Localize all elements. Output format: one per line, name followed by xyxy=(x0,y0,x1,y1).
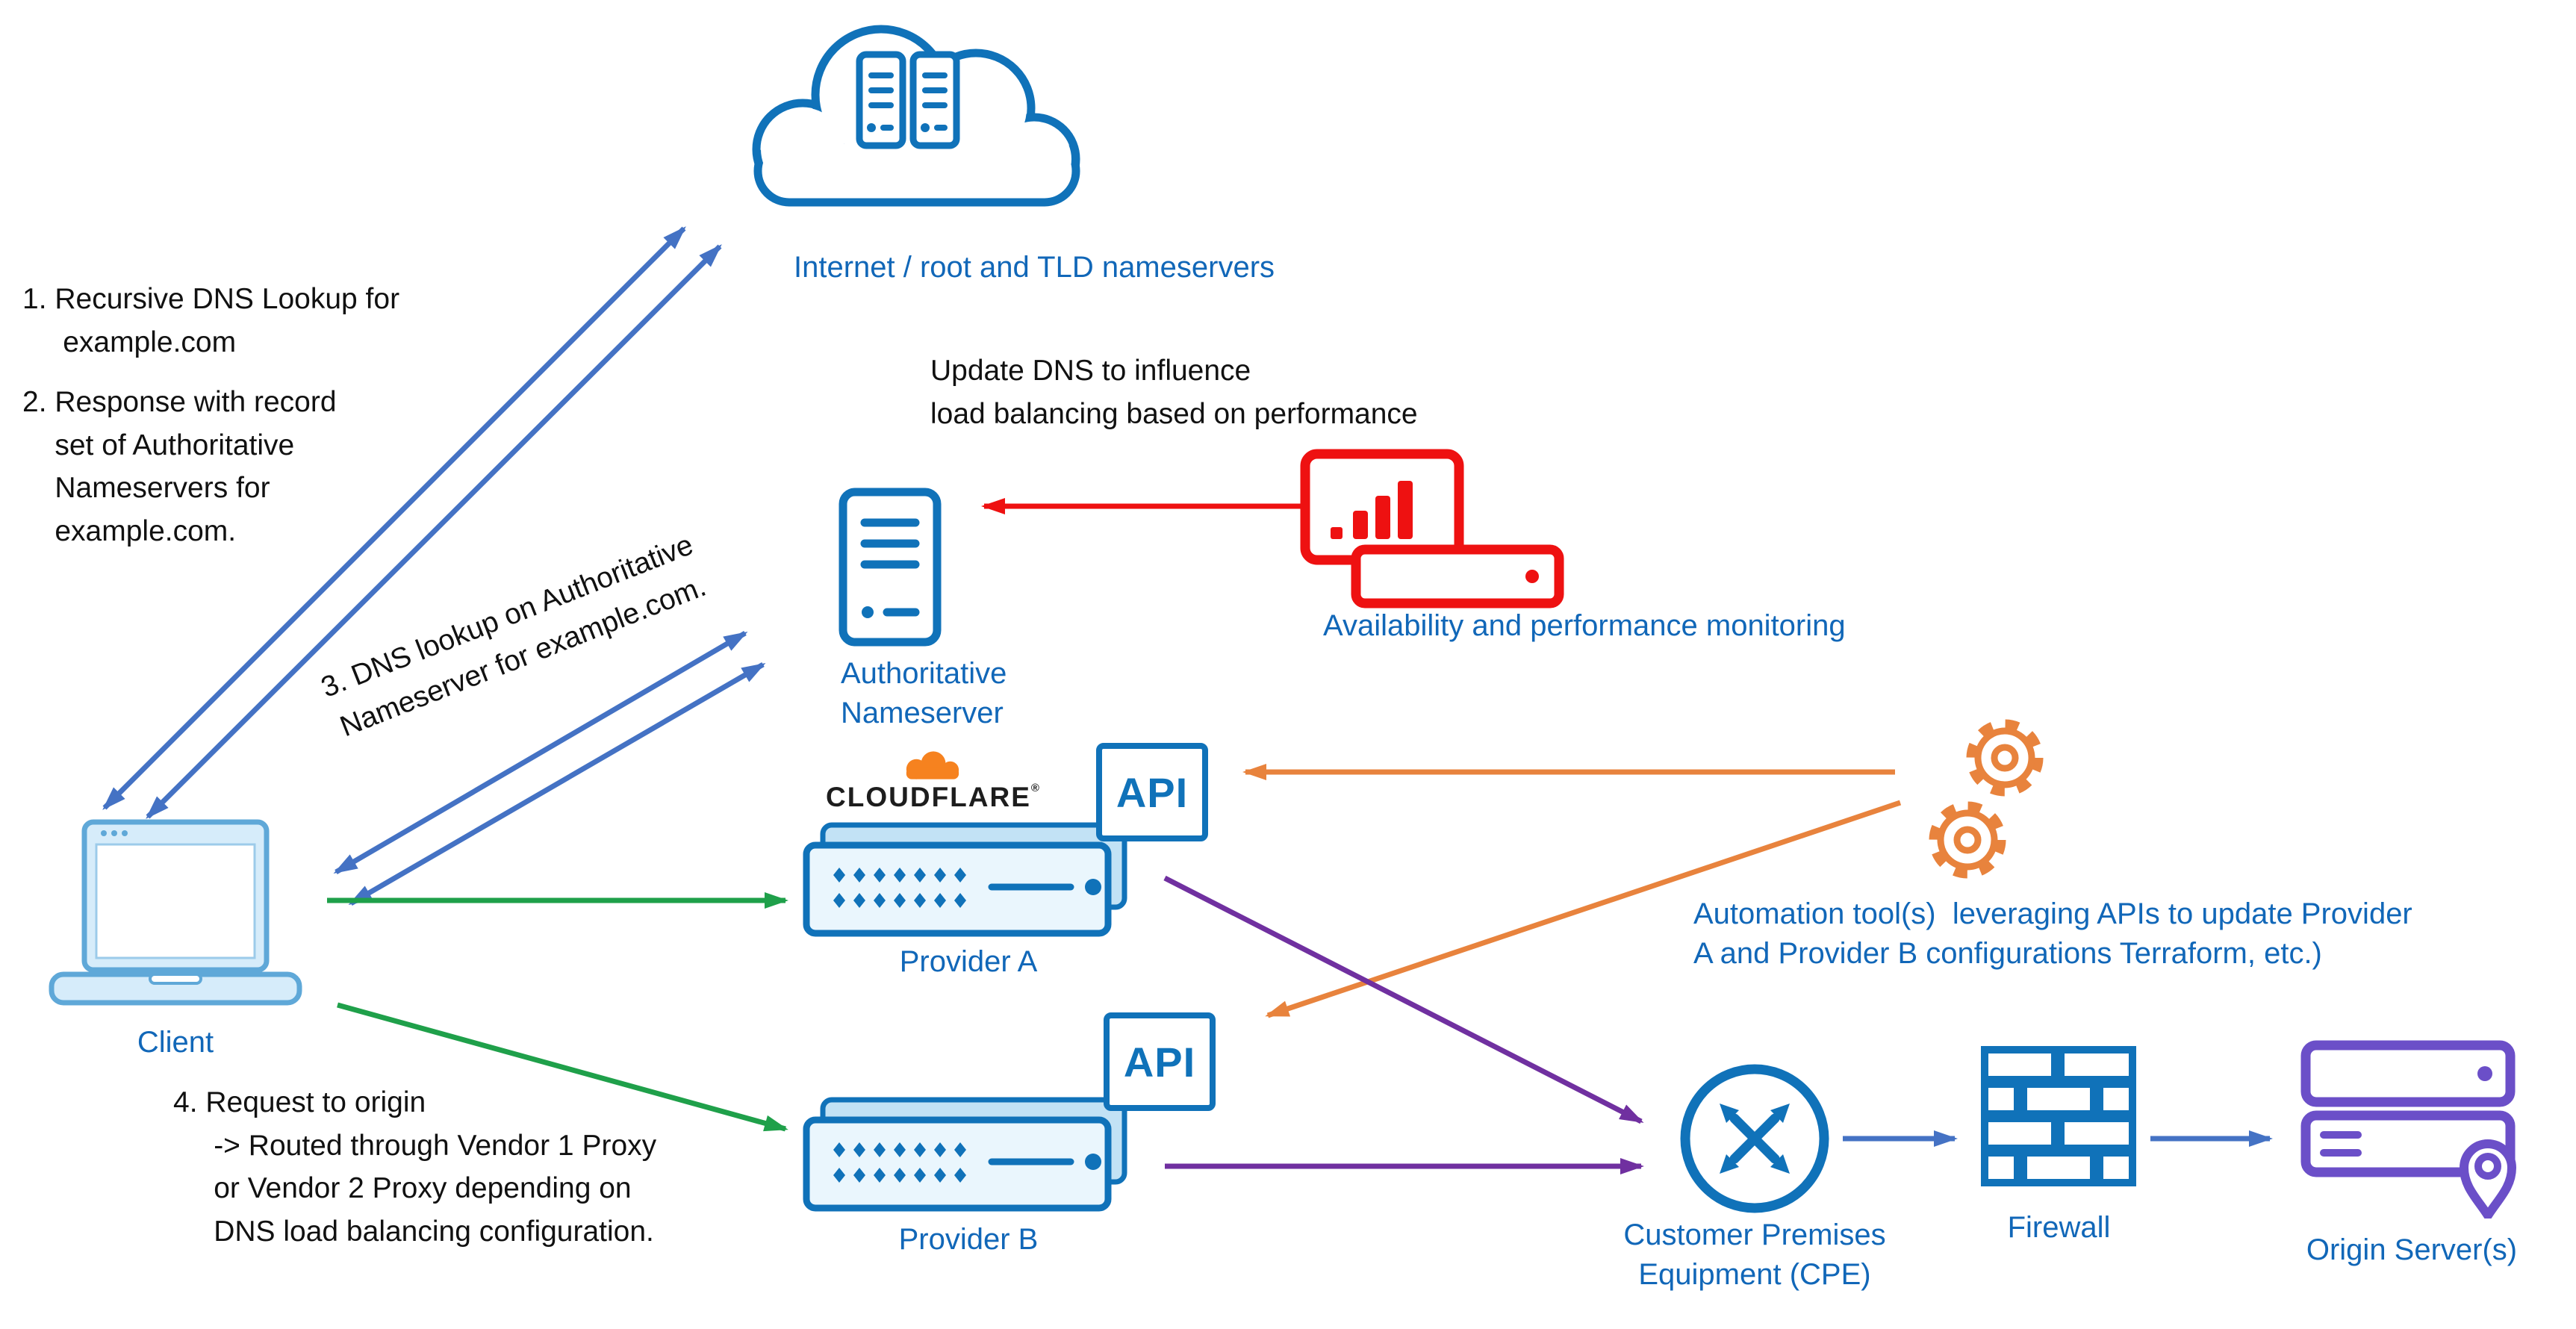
laptop-icon xyxy=(49,819,302,1006)
cloudflare-logo: CLOUDFLARE® xyxy=(814,750,1053,813)
arrow-provider-a-to-cpe xyxy=(1163,875,1644,1124)
api-label: API xyxy=(1123,1038,1196,1086)
internet-node xyxy=(713,11,1101,246)
arrow-automation-api-b xyxy=(1265,800,1902,1018)
internet-label: Internet / root and TLD nameservers xyxy=(793,251,1275,284)
automation-node xyxy=(1908,698,2094,903)
monitoring-icon xyxy=(1300,449,1564,609)
client-node xyxy=(49,818,302,1023)
arrow-request-provider-b xyxy=(337,1002,788,1132)
authoritative-ns-label: Authoritative Nameserver xyxy=(841,657,1007,729)
provider-b-api-badge: API xyxy=(1104,1012,1216,1111)
update-dns-annotation: Update DNS to influence load balancing b… xyxy=(930,355,1418,430)
router-icon xyxy=(1680,1064,1829,1213)
cpe-node xyxy=(1676,1060,1833,1221)
brick-wall-icon xyxy=(1981,1046,2136,1186)
monitoring-label: Availability and performance monitoring xyxy=(1323,609,1846,642)
api-label: API xyxy=(1116,768,1189,816)
firewall-node xyxy=(1979,1045,2139,1198)
origin-node xyxy=(2300,1039,2524,1224)
step1-annotation: 1. Recursive DNS Lookup for example.com xyxy=(22,283,400,358)
cloudflare-wordmark: CLOUDFLARE® xyxy=(826,782,1041,812)
client-label: Client xyxy=(137,1026,214,1059)
provider-b-label: Provider B xyxy=(898,1223,1039,1256)
step2-annotation: 2. Response with record set of Authorita… xyxy=(22,386,337,548)
cpe-label: Customer Premises Equipment (CPE) xyxy=(1623,1218,1886,1291)
monitoring-node xyxy=(1299,448,1568,616)
origin-label: Origin Server(s) xyxy=(2306,1233,2518,1266)
gears-icon xyxy=(1929,719,2044,879)
provider-a-api-badge: API xyxy=(1096,743,1208,841)
provider-a-node xyxy=(800,821,1136,944)
arrow-authoritative-response xyxy=(348,662,766,906)
step4-annotation: 4. Request to origin -> Routed through V… xyxy=(173,1086,657,1248)
registered-mark: ® xyxy=(1030,782,1041,794)
network-appliance-icon xyxy=(803,1097,1127,1212)
provider-b-node xyxy=(800,1096,1136,1219)
firewall-label: Firewall xyxy=(2007,1211,2111,1244)
provider-a-label: Provider A xyxy=(899,945,1038,978)
origin-servers-icon xyxy=(2300,1040,2517,1224)
cloud-servers-icon xyxy=(752,25,1080,207)
cloudflare-cloud-icon xyxy=(906,751,959,779)
server-icon xyxy=(839,488,942,647)
automation-label: Automation tool(s) leveraging APIs to up… xyxy=(1693,897,2412,970)
arrow-recursive-response xyxy=(146,244,722,819)
network-appliance-icon xyxy=(803,822,1127,937)
authoritative-ns-node xyxy=(838,487,942,651)
